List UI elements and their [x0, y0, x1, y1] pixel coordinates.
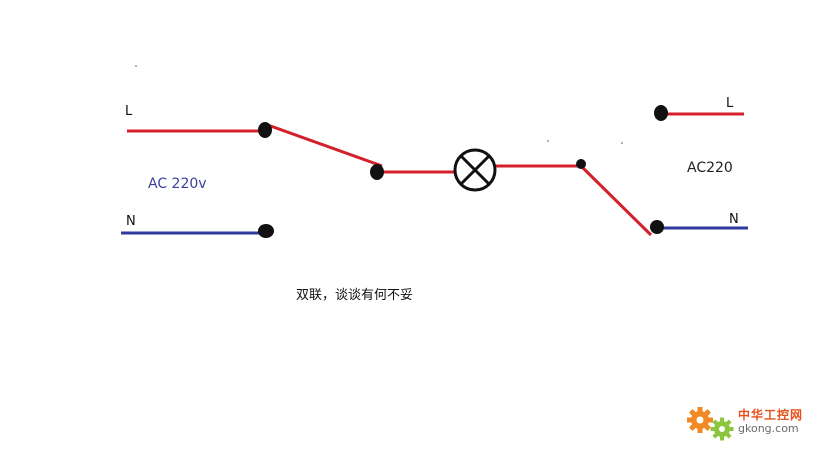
gear-icon — [687, 407, 734, 441]
label-left-live: L — [125, 104, 133, 119]
label-left-neutral: N — [126, 214, 136, 229]
terminal-left-live — [258, 122, 272, 138]
label-right-live: L — [726, 96, 734, 111]
terminal-left-neutral — [258, 224, 274, 238]
speck — [621, 142, 623, 144]
diagram-caption: 双联，谈谈有何不妥 — [296, 288, 414, 303]
speck — [135, 65, 137, 67]
label-right-voltage: AC220 — [687, 160, 733, 176]
lamp-symbol — [453, 148, 497, 192]
label-left-voltage: AC 220v — [148, 176, 207, 192]
speck — [547, 140, 549, 142]
watermark-brand: 中华工控网 — [738, 408, 804, 422]
watermark-logo: 中华工控网 gkong.com — [682, 398, 812, 448]
terminal-right-live — [654, 105, 668, 121]
terminal-right-neutral — [650, 220, 664, 234]
watermark-domain: gkong.com — [738, 422, 799, 435]
left-switch-lever — [264, 122, 383, 168]
right-switch-lever — [579, 164, 653, 237]
label-right-neutral: N — [729, 212, 739, 227]
terminal-right-switch-common — [576, 159, 586, 169]
terminal-left-switch-common — [370, 164, 384, 180]
